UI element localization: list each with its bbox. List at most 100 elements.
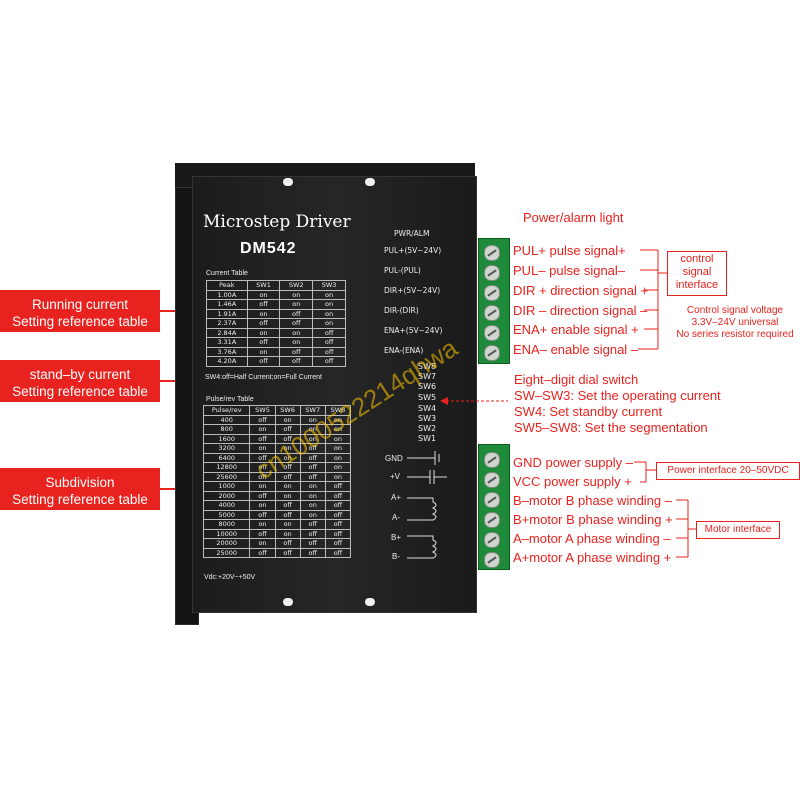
switch-label: SW5 — [418, 393, 437, 402]
subdivision-label: Subdivision Setting reference table — [0, 468, 160, 510]
pin-label: ENA-(ENA) — [384, 346, 424, 355]
table-cell: on — [274, 481, 301, 492]
table-cell: off — [249, 414, 276, 425]
power-pin-label: +V — [390, 472, 401, 481]
terminal-screw[interactable] — [484, 552, 500, 568]
table-header-cell: Pulse/rev — [202, 405, 251, 416]
terminal-screw[interactable] — [484, 472, 500, 488]
table-cell: on — [246, 346, 281, 357]
table-cell: off — [249, 490, 276, 501]
current-table-note: SW4:off=Half Current;on=Full Current — [205, 374, 322, 381]
table-cell: 5000 — [202, 509, 251, 520]
table-cell: off — [299, 462, 326, 473]
standby-current-line1: stand–by current — [29, 367, 131, 382]
table-header-cell: SW1 — [246, 280, 281, 291]
dial-label: SW–SW3: Set the operating current — [514, 388, 721, 403]
table-cell: 1.46A — [206, 299, 248, 310]
table-cell: 1.91A — [206, 308, 248, 319]
terminal-screw[interactable] — [484, 532, 500, 548]
table-cell: off — [299, 519, 326, 530]
control-note-line: Control signal voltage — [686, 305, 784, 316]
table-cell: off — [299, 547, 326, 558]
terminal-screw[interactable] — [484, 492, 500, 508]
table-cell: off — [279, 308, 314, 319]
table-cell: off — [274, 500, 301, 511]
dial-label: SW5–SW8: Set the segmentation — [514, 420, 708, 435]
terminal-screw[interactable] — [484, 512, 500, 528]
signal-label: DIR – direction signal – — [513, 303, 648, 318]
terminal-screw[interactable] — [484, 305, 500, 321]
motor-bracket — [676, 499, 696, 558]
table-cell: off — [246, 318, 281, 329]
signal-label: ENA+ enable signal + — [513, 322, 639, 337]
mount-hole — [283, 598, 293, 606]
power-pin-label: A- — [392, 513, 400, 522]
terminal-screw[interactable] — [484, 265, 500, 281]
signal-label: PUL+ pulse signal+ — [513, 243, 626, 258]
table-cell: off — [312, 327, 346, 338]
table-cell: on — [299, 500, 326, 511]
dial-arrow — [440, 397, 508, 405]
table-cell: off — [274, 538, 301, 549]
table-cell: 3200 — [202, 443, 251, 454]
table-cell: off — [324, 528, 352, 539]
terminal-screw[interactable] — [484, 325, 500, 341]
running-current-line2: Setting reference table — [12, 314, 148, 329]
terminal-screw[interactable] — [484, 345, 500, 361]
table-cell: on — [249, 519, 276, 530]
table-cell: off — [249, 528, 276, 539]
table-header-cell: Peak — [206, 280, 248, 291]
table-cell: off — [249, 509, 276, 520]
table-cell: on — [312, 299, 346, 310]
table-cell: on — [246, 308, 281, 319]
standby-current-line2: Setting reference table — [12, 384, 148, 399]
switch-label: SW7 — [418, 372, 437, 381]
table-header-cell: SW6 — [274, 405, 301, 416]
control-box-line: signal — [682, 266, 712, 278]
table-cell: 1000 — [202, 481, 251, 492]
terminal-screw[interactable] — [484, 245, 500, 261]
table-cell: off — [274, 509, 301, 520]
table-cell: off — [299, 528, 326, 539]
brand-title: Microstep Driver — [203, 212, 351, 232]
dial-label: Eight–digit dial switch — [514, 372, 639, 387]
table-cell: on — [249, 424, 276, 435]
power-alarm-label: Power/alarm light — [523, 210, 624, 225]
table-header-cell: SW5 — [249, 405, 276, 416]
table-cell: 12800 — [202, 462, 251, 473]
table-cell: on — [324, 462, 352, 473]
control-box-line: control — [680, 253, 714, 265]
pwr-alm-label: PWR/ALM — [394, 229, 430, 238]
terminal-screw[interactable] — [484, 285, 500, 301]
power-label: GND power supply – — [513, 455, 633, 470]
table-cell: 3.76A — [206, 346, 248, 357]
power-label: VCC power supply + — [513, 474, 632, 489]
table-cell: off — [324, 519, 352, 530]
table-cell: on — [249, 538, 276, 549]
dial-label: SW4: Set standby current — [514, 404, 663, 419]
switch-label: SW1 — [418, 434, 437, 443]
table-cell: off — [279, 356, 314, 367]
table-cell: on — [246, 327, 281, 338]
table-cell: 2.84A — [206, 327, 248, 338]
pulse-table-title: Pulse/rev Table — [206, 396, 254, 403]
power-pin-label: B- — [392, 552, 400, 561]
table-cell: off — [324, 490, 352, 501]
table-cell: 4.20A — [206, 356, 248, 367]
power-pin-label: GND — [385, 454, 403, 463]
pin-label: PUL-(PUL) — [384, 266, 421, 275]
table-cell: 25600 — [202, 471, 251, 482]
table-cell: off — [324, 509, 352, 520]
motor-label: B+motor B phase winding + — [513, 512, 673, 527]
table-cell: off — [312, 346, 346, 357]
terminal-screw[interactable] — [484, 452, 500, 468]
signal-label: DIR + direction signal + — [513, 283, 649, 298]
mount-hole — [283, 178, 293, 186]
